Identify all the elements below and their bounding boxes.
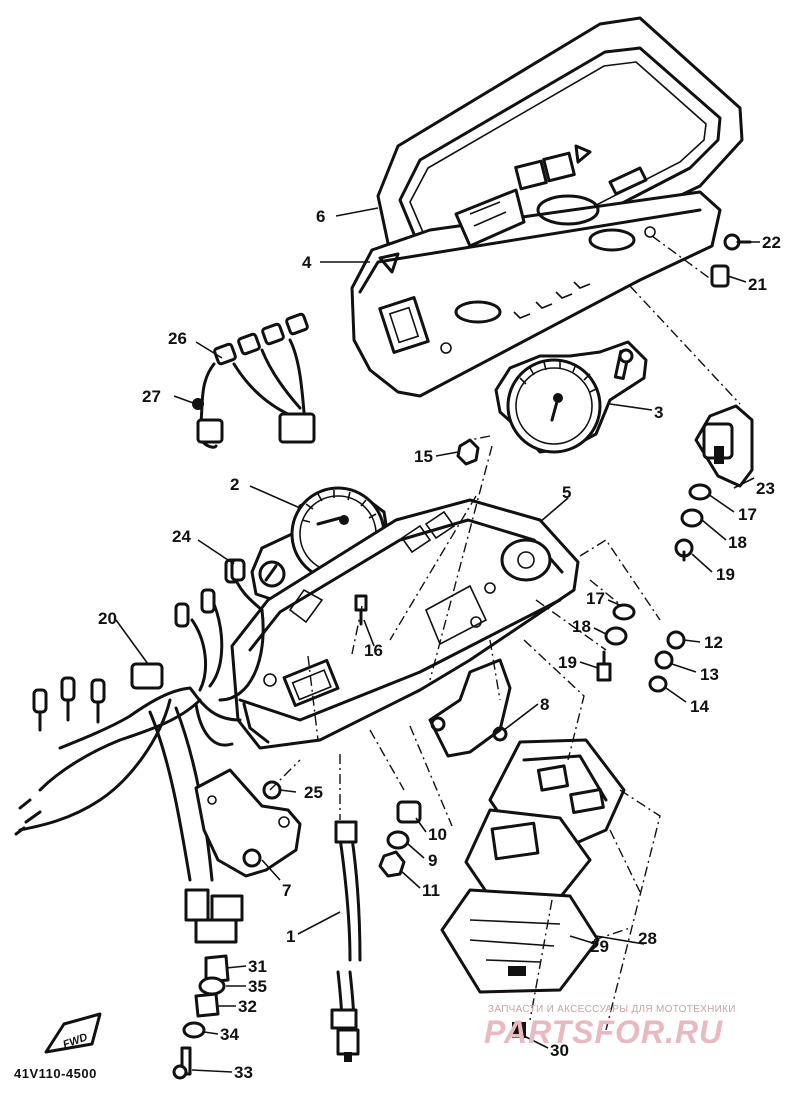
part-label-7: 7 [282,881,291,900]
part-number-labels: 6 4 22 21 26 27 3 15 2 5 23 17 24 18 19 … [98,207,781,1082]
part-label-6: 6 [316,207,325,226]
part-label-25: 22 [762,233,781,252]
part-label-19b: 19 [558,653,577,672]
part-label-29: 29 [590,937,609,956]
bracket-part-7 [194,768,302,878]
sub-harness-parts-26-27 [192,312,316,449]
part-label-23: 23 [756,479,775,498]
hardware-screws-nuts [172,233,752,1080]
part-label-15: 15 [414,447,433,466]
stay-part-8 [428,658,512,758]
part-label-19a: 19 [716,565,735,584]
meter-housing-part-4 [350,144,722,398]
part-label-22: 24 [172,527,191,546]
wire-harness-part-21 [14,558,265,944]
watermark-caption: ЗАПЧАСТИ И АКСЕССУАРЫ ДЛЯ МОТОТЕХНИКИ [488,1004,736,1015]
part-label-13: 13 [700,665,719,684]
front-direction-arrow: FWD [44,1012,102,1054]
part-label-26: 26 [168,329,187,348]
part-label-18a: 18 [728,533,747,552]
part-label-1: 1 [286,927,295,946]
bracket-part-23 [694,404,754,488]
tachometer-part-3 [494,340,648,454]
part-label-5: 5 [562,483,571,502]
part-label-32: 32 [238,997,257,1016]
assembly-lines [269,235,741,1031]
part-label-4: 4 [302,253,312,272]
part-label-3: 3 [654,403,663,422]
part-label-31: 31 [248,957,267,976]
part-label-33: 33 [234,1063,253,1082]
part-label-35: 35 [248,977,267,996]
meter-case-part-5 [230,498,580,750]
part-label-20: 25 [304,783,323,802]
part-label-24: 21 [748,275,767,294]
part-label-16: 16 [364,641,383,660]
part-label-18b: 18 [572,617,591,636]
part-label-12: 12 [704,633,723,652]
part-label-28: 28 [638,929,657,948]
part-label-17a: 17 [738,505,757,524]
part-label-14: 14 [690,697,709,716]
watermark-logo: PARTSFOR.RU [484,1014,724,1050]
part-label-34: 34 [220,1025,239,1044]
switch-unit-parts-28-29 [440,738,626,994]
part-label-30: 30 [550,1041,569,1060]
leader-lines [115,207,760,1073]
part-label-9: 9 [428,851,437,870]
part-label-17b: 17 [586,589,605,608]
part-label-27: 27 [142,387,161,406]
diagram-part-code: 41V110-4500 [14,1066,97,1081]
part-label-2: 2 [230,475,239,494]
part-label-11: 11 [422,881,440,900]
part-label-8: 8 [540,695,549,714]
part-label-21: 20 [98,609,117,628]
part-label-10: 10 [428,825,447,844]
cable-part-1 [330,820,362,1062]
